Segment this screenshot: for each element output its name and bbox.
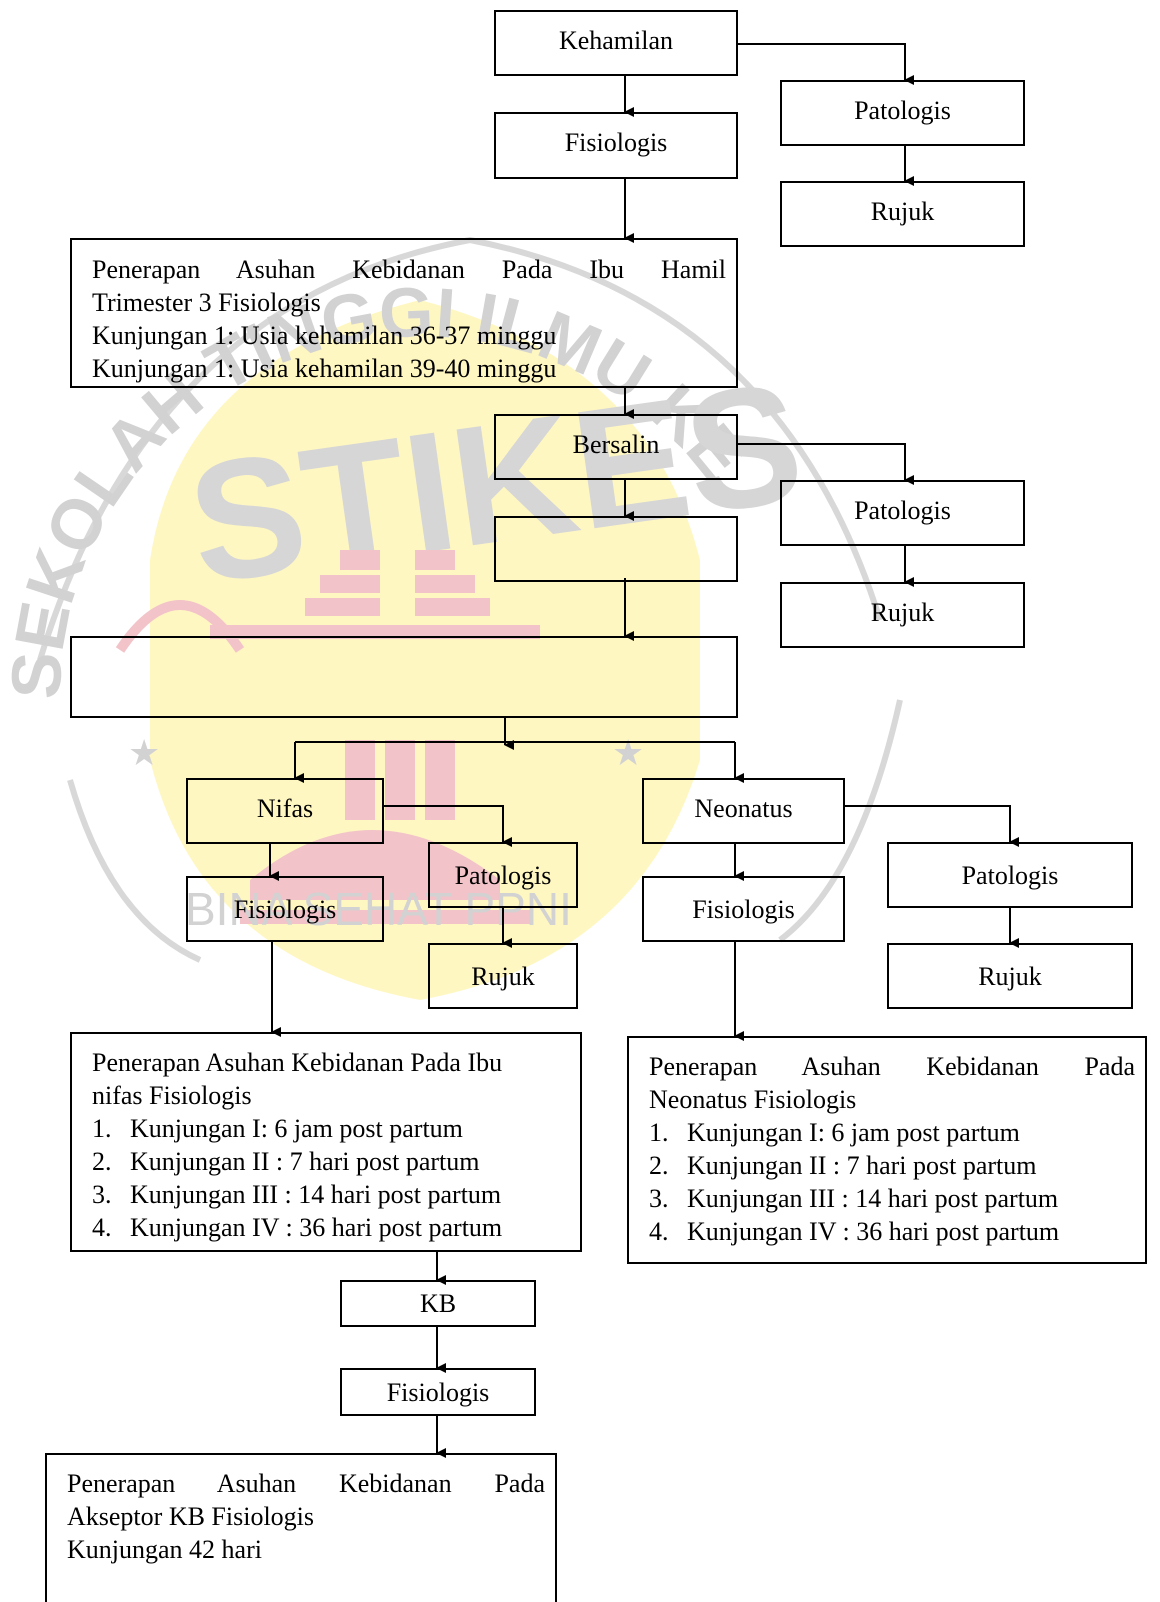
arrow-nifas-patologis <box>384 805 512 847</box>
kb-care-line-2: Akseptor KB Fisiologis <box>67 1502 315 1531</box>
arrow-neonatus-patologis <box>845 805 1019 847</box>
node-nifas: Nifas <box>186 778 384 844</box>
node-fisiologis-kb: Fisiologis <box>340 1368 536 1416</box>
node-kb-care: Penerapan Asuhan Kebidanan Pada Akseptor… <box>45 1453 557 1602</box>
list-item: 1.Kunjungan I: 6 jam post partum <box>92 1114 463 1143</box>
watermark-arc-left-icon <box>67 779 202 963</box>
nifas-care-line-2: nifas Fisiologis <box>92 1081 252 1110</box>
hamil-care-line-4: Kunjungan 1: Usia kehamilan 39-40 minggu <box>92 354 557 383</box>
hamil-care-line-2: Trimester 3 Fisiologis <box>92 288 321 317</box>
node-patologis-nifas: Patologis <box>428 842 578 908</box>
nifas-care-list: 1.Kunjungan I: 6 jam post partum 2.Kunju… <box>92 1112 570 1244</box>
node-rujuk-2: Rujuk <box>780 582 1025 648</box>
node-rujuk-nifas: Rujuk <box>428 943 578 1009</box>
list-item: 3.Kunjungan III : 14 hari post partum <box>649 1184 1059 1213</box>
list-item: 4.Kunjungan IV : 36 hari post partum <box>649 1217 1060 1246</box>
kb-care-line-3: Kunjungan 42 hari <box>67 1535 262 1564</box>
node-patologis-neo: Patologis <box>887 842 1133 908</box>
list-item: 2.Kunjungan II : 7 hari post partum <box>649 1151 1037 1180</box>
node-fisiologis-neo: Fisiologis <box>642 876 845 942</box>
watermark-shield-icon <box>150 300 700 1000</box>
watermark-bottom-text: BINA SEHAT PPNI <box>185 883 572 935</box>
watermark-building-icon <box>210 550 540 924</box>
node-rujuk-neo: Rujuk <box>887 943 1133 1009</box>
nifas-care-line-1: Penerapan Asuhan Kebidanan Pada Ibu <box>92 1048 503 1077</box>
node-nifas-care: Penerapan Asuhan Kebidanan Pada Ibu nifa… <box>70 1032 582 1252</box>
list-item: 4.Kunjungan IV : 36 hari post partum <box>92 1213 503 1242</box>
node-fisiologis-nifas: Fisiologis <box>186 876 384 942</box>
hamil-care-line-3: Kunjungan 1: Usia kehamilan 36-37 minggu <box>92 321 557 350</box>
node-fisiologis-1: Fisiologis <box>494 112 738 179</box>
watermark-star-right-icon: ★ <box>612 733 644 773</box>
watermark-arc-right-icon <box>778 699 903 943</box>
node-neo-care: Penerapan Asuhan Kebidanan Pada Neonatus… <box>627 1036 1147 1264</box>
watermark-star-left-icon: ★ <box>128 733 160 773</box>
node-kehamilan: Kehamilan <box>494 10 738 76</box>
node-kb: KB <box>340 1280 536 1327</box>
list-item: 2.Kunjungan II : 7 hari post partum <box>92 1147 480 1176</box>
node-patologis-1: Patologis <box>780 80 1025 146</box>
neo-care-list: 1.Kunjungan I: 6 jam post partum 2.Kunju… <box>649 1116 1135 1248</box>
node-bersalin: Bersalin <box>494 414 738 480</box>
node-hamil-care: Penerapan Asuhan Kebidanan Pada Ibu Hami… <box>70 238 738 388</box>
hamil-care-line-1: Penerapan Asuhan Kebidanan Pada Ibu Hami… <box>92 255 726 284</box>
watermark-arc-outer-icon <box>37 236 883 661</box>
node-neonatus: Neonatus <box>642 778 845 844</box>
node-blank-small <box>494 516 738 582</box>
arrow-kehamilan-patologis <box>738 43 914 85</box>
list-item: 1.Kunjungan I: 6 jam post partum <box>649 1118 1020 1147</box>
neo-care-line-1: Penerapan Asuhan Kebidanan Pada <box>649 1052 1135 1081</box>
arrow-bersalin-patologis <box>738 443 914 485</box>
node-rujuk-1: Rujuk <box>780 181 1025 247</box>
list-item: 3.Kunjungan III : 14 hari post partum <box>92 1180 502 1209</box>
kb-care-line-1: Penerapan Asuhan Kebidanan Pada <box>67 1469 545 1498</box>
neo-care-line-2: Neonatus Fisiologis <box>649 1085 857 1114</box>
node-patologis-2: Patologis <box>780 480 1025 546</box>
node-blank-wide <box>70 636 738 718</box>
